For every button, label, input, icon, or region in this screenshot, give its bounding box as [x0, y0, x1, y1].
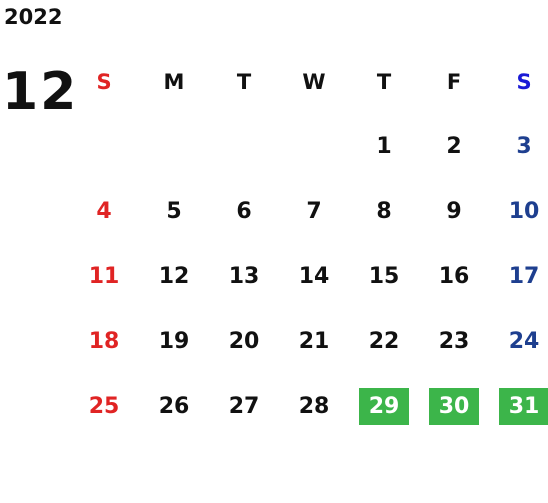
empty-cell — [69, 114, 139, 179]
day-number: 4 — [96, 199, 112, 224]
day-number: 27 — [228, 394, 260, 419]
day-cell[interactable]: 29 — [349, 374, 419, 439]
weekday-header: S — [516, 69, 532, 94]
day-cell[interactable]: 2 — [419, 114, 489, 179]
day-cell[interactable]: 14 — [279, 244, 349, 309]
day-number: 8 — [376, 199, 392, 224]
day-number: 20 — [228, 329, 260, 354]
day-cell[interactable]: 3 — [489, 114, 548, 179]
day-cell[interactable]: 21 — [279, 309, 349, 374]
weekday-header: F — [446, 69, 462, 94]
day-number: 25 — [88, 394, 120, 419]
day-number: 18 — [88, 329, 120, 354]
day-cell[interactable]: 31 — [489, 374, 548, 439]
day-number: 24 — [508, 329, 540, 354]
day-number: 3 — [516, 134, 532, 159]
weekday-header: S — [96, 69, 112, 94]
day-number: 1 — [376, 134, 392, 159]
day-number: 26 — [158, 394, 190, 419]
day-cell[interactable]: 6 — [209, 179, 279, 244]
day-cell[interactable]: 5 — [139, 179, 209, 244]
day-cell[interactable]: 20 — [209, 309, 279, 374]
day-number: 11 — [88, 264, 120, 289]
day-cell[interactable]: 23 — [419, 309, 489, 374]
day-cell[interactable]: 13 — [209, 244, 279, 309]
day-number: 19 — [158, 329, 190, 354]
day-number: 6 — [236, 199, 252, 224]
day-cell[interactable]: 11 — [69, 244, 139, 309]
day-number: 9 — [446, 199, 462, 224]
day-number: 7 — [306, 199, 322, 224]
day-number: 17 — [508, 264, 540, 289]
day-cell[interactable]: 27 — [209, 374, 279, 439]
day-number: 23 — [438, 329, 470, 354]
day-cell[interactable]: 9 — [419, 179, 489, 244]
day-number: 21 — [298, 329, 330, 354]
weekday-header: M — [163, 69, 185, 94]
year-label: 2022 — [4, 5, 63, 29]
month-number: 12 — [2, 62, 79, 122]
day-cell[interactable]: 30 — [419, 374, 489, 439]
day-number: 10 — [508, 199, 540, 224]
day-number: 14 — [298, 264, 330, 289]
day-cell[interactable]: 25 — [69, 374, 139, 439]
day-cell[interactable]: 16 — [419, 244, 489, 309]
day-number: 2 — [446, 134, 462, 159]
day-cell[interactable]: 8 — [349, 179, 419, 244]
day-cell[interactable]: 24 — [489, 309, 548, 374]
day-number: 16 — [438, 264, 470, 289]
day-number: 15 — [368, 264, 400, 289]
day-number-highlighted: 30 — [429, 388, 479, 425]
day-number: 12 — [158, 264, 190, 289]
day-cell[interactable]: 22 — [349, 309, 419, 374]
weekday-header: T — [376, 69, 392, 94]
day-cell[interactable]: 12 — [139, 244, 209, 309]
day-cell[interactable]: 7 — [279, 179, 349, 244]
day-cell[interactable]: 10 — [489, 179, 548, 244]
day-number: 13 — [228, 264, 260, 289]
day-cell[interactable]: 19 — [139, 309, 209, 374]
day-number: 5 — [166, 199, 182, 224]
day-cell[interactable]: 28 — [279, 374, 349, 439]
day-cell[interactable]: 4 — [69, 179, 139, 244]
empty-cell — [279, 114, 349, 179]
weekday-header: T — [236, 69, 252, 94]
day-number: 22 — [368, 329, 400, 354]
day-cell[interactable]: 17 — [489, 244, 548, 309]
empty-cell — [209, 114, 279, 179]
weekday-header: W — [302, 69, 326, 94]
day-cell[interactable]: 18 — [69, 309, 139, 374]
day-cell[interactable]: 26 — [139, 374, 209, 439]
day-number-highlighted: 29 — [359, 388, 409, 425]
day-cell[interactable]: 15 — [349, 244, 419, 309]
day-cell[interactable]: 1 — [349, 114, 419, 179]
day-number-highlighted: 31 — [499, 388, 548, 425]
empty-cell — [139, 114, 209, 179]
day-number: 28 — [298, 394, 330, 419]
